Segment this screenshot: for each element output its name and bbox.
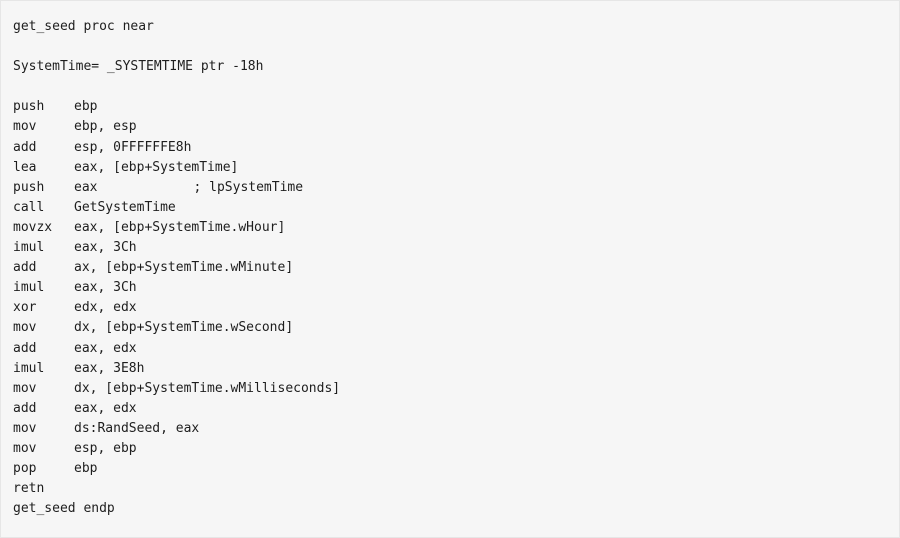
instruction-operands: GetSystemTime bbox=[74, 199, 176, 215]
instruction-mnemonic: add bbox=[13, 260, 37, 276]
instruction-operands: eax, 3Ch bbox=[74, 240, 137, 256]
instruction-mnemonic: add bbox=[13, 340, 37, 356]
instruction-mnemonic: call bbox=[13, 199, 45, 215]
instruction-mnemonic: mov bbox=[13, 119, 37, 135]
instruction-list: push ebp mov ebp, esp add esp, 0FFFFFFE8h lea e… bbox=[13, 97, 887, 499]
instruction-mnemonic: add bbox=[13, 139, 37, 155]
instruction-mnemonic: mov bbox=[13, 320, 37, 336]
instruction-operands: dx, [ebp+SystemTime.wMilliseconds] bbox=[74, 380, 341, 396]
instruction-mnemonic: push bbox=[13, 99, 45, 115]
instruction-line: add eax, edx bbox=[13, 399, 887, 419]
instruction-line: mov dx, [ebp+SystemTime.wSecond] bbox=[13, 318, 887, 338]
instruction-line: mov ebp, esp bbox=[13, 117, 887, 137]
variable-declaration-line: SystemTime= _SYSTEMTIME ptr -18h bbox=[13, 59, 264, 75]
instruction-mnemonic: retn bbox=[13, 481, 45, 497]
instruction-mnemonic: mov bbox=[13, 440, 37, 456]
instruction-line: movzx eax, [ebp+SystemTime.wHour] bbox=[13, 218, 887, 238]
instruction-operands: esp, 0FFFFFFE8h bbox=[74, 139, 192, 155]
instruction-operands: esp, ebp bbox=[74, 440, 137, 456]
instruction-operands: ds:RandSeed, eax bbox=[74, 420, 200, 436]
instruction-mnemonic: xor bbox=[13, 300, 37, 316]
instruction-mnemonic: imul bbox=[13, 280, 45, 296]
instruction-line: add ax, [ebp+SystemTime.wMinute] bbox=[13, 258, 887, 278]
instruction-line: push ebp bbox=[13, 97, 887, 117]
blank-line bbox=[13, 77, 887, 97]
instruction-operands: edx, edx bbox=[74, 300, 137, 316]
blank-line bbox=[13, 37, 887, 57]
instruction-operands: ebp, esp bbox=[74, 119, 137, 135]
instruction-line: add esp, 0FFFFFFE8h bbox=[13, 138, 887, 158]
proc-start-line: get_seed proc near bbox=[13, 19, 154, 34]
instruction-line: imul eax, 3Ch bbox=[13, 238, 887, 258]
instruction-operands: eax, 3Ch bbox=[74, 280, 137, 296]
instruction-operands: eax bbox=[74, 179, 98, 195]
instruction-operands: eax, 3E8h bbox=[74, 360, 145, 376]
instruction-operands: eax, [ebp+SystemTime.wHour] bbox=[74, 219, 286, 235]
instruction-line: imul eax, 3E8h bbox=[13, 359, 887, 379]
instruction-mnemonic: imul bbox=[13, 360, 45, 376]
instruction-mnemonic: pop bbox=[13, 461, 37, 477]
instruction-mnemonic: mov bbox=[13, 420, 37, 436]
instruction-operands: eax, [ebp+SystemTime] bbox=[74, 159, 239, 175]
instruction-line: mov ds:RandSeed, eax bbox=[13, 419, 887, 439]
instruction-operands: ebp bbox=[74, 461, 98, 477]
instruction-line: call GetSystemTime bbox=[13, 198, 887, 218]
proc-end-line: get_seed endp bbox=[13, 501, 115, 517]
instruction-mnemonic: movzx bbox=[13, 219, 53, 235]
instruction-line: mov esp, ebp bbox=[13, 439, 887, 459]
instruction-mnemonic: imul bbox=[13, 240, 45, 256]
instruction-mnemonic: add bbox=[13, 400, 37, 416]
instruction-mnemonic: lea bbox=[13, 159, 37, 175]
instruction-line: add eax, edx bbox=[13, 339, 887, 359]
instruction-mnemonic: mov bbox=[13, 380, 37, 396]
instruction-mnemonic: push bbox=[13, 179, 45, 195]
instruction-line: xor edx, edx bbox=[13, 298, 887, 318]
instruction-line: retn bbox=[13, 479, 887, 499]
instruction-line: mov dx, [ebp+SystemTime.wMilliseconds] bbox=[13, 379, 887, 399]
instruction-operands: dx, [ebp+SystemTime.wSecond] bbox=[74, 320, 294, 336]
instruction-comment: ; lpSystemTime bbox=[193, 179, 304, 195]
instruction-line: push eax ; lpSystemTime bbox=[13, 178, 887, 198]
instruction-operands: eax, edx bbox=[74, 400, 137, 416]
instruction-line: lea eax, [ebp+SystemTime] bbox=[13, 158, 887, 178]
instruction-operands: eax, edx bbox=[74, 340, 137, 356]
instruction-operands: ebp bbox=[74, 99, 98, 115]
instruction-line: pop ebp bbox=[13, 459, 887, 479]
instruction-line: imul eax, 3Ch bbox=[13, 278, 887, 298]
instruction-operands: ax, [ebp+SystemTime.wMinute] bbox=[74, 260, 294, 276]
